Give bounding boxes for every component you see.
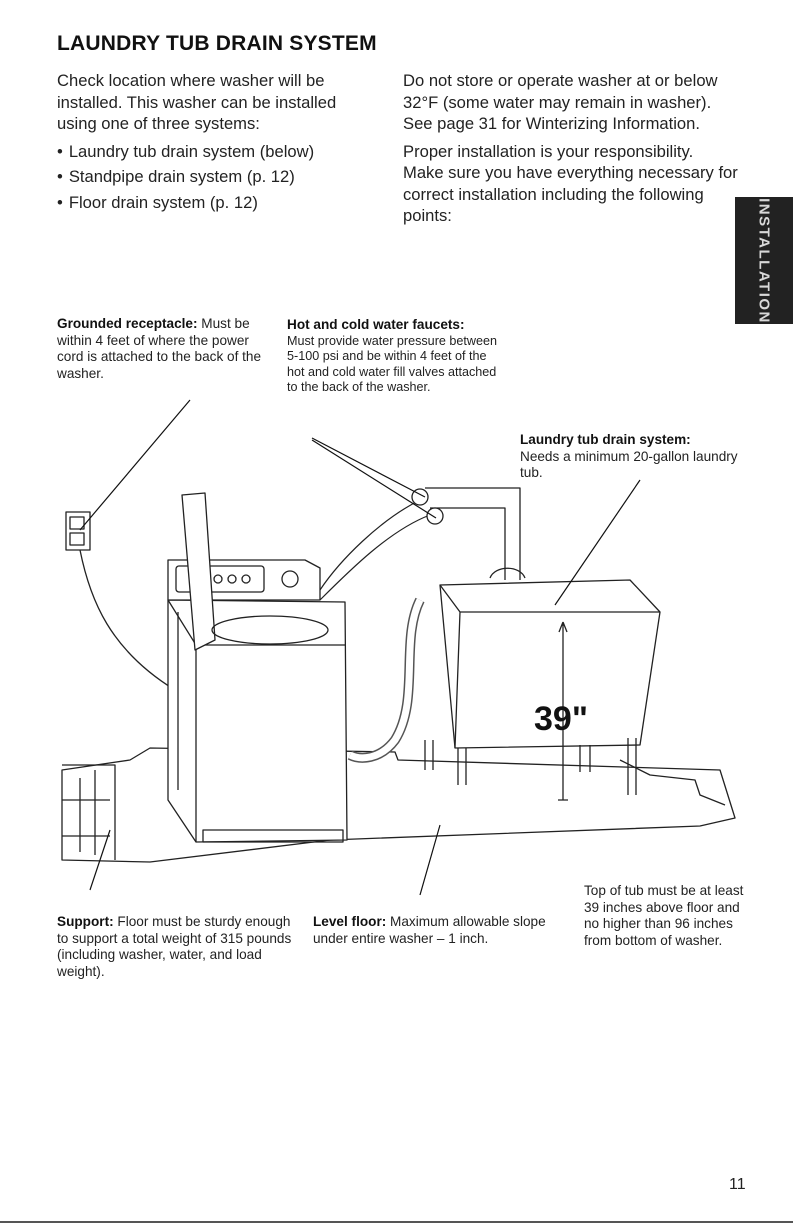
bottom-rule bbox=[0, 1221, 793, 1223]
faucet-leader-2 bbox=[311, 439, 437, 519]
support-callout: Support: Floor must be sturdy enough to … bbox=[57, 914, 292, 979]
laundry-tub bbox=[439, 579, 661, 749]
tub-legs bbox=[424, 738, 637, 795]
list-item: Floor drain system (p. 12) bbox=[57, 192, 367, 214]
faucet-leader bbox=[311, 437, 426, 498]
top-of-tub-callout: Top of tub must be at least 39 inches ab… bbox=[584, 883, 744, 948]
support-leader bbox=[89, 829, 111, 891]
page-title: LAUNDRY TUB DRAIN SYSTEM bbox=[57, 32, 377, 55]
supply-hoses bbox=[319, 499, 431, 601]
page-number: 11 bbox=[729, 1176, 746, 1193]
intro-text: Check location where washer will be inst… bbox=[57, 71, 337, 133]
washer-lid bbox=[181, 492, 216, 651]
list-item: Laundry tub drain system (below) bbox=[57, 141, 367, 163]
water-pipes bbox=[425, 487, 521, 580]
dimension-line bbox=[558, 621, 568, 801]
floor-joists bbox=[62, 764, 116, 860]
floor-slab bbox=[61, 747, 736, 863]
right-column: Do not store or operate washer at or bel… bbox=[403, 70, 738, 233]
responsibility-text: Proper installation is your responsibili… bbox=[403, 141, 738, 226]
tub-faucet bbox=[489, 567, 526, 579]
grounded-receptacle-callout: Grounded receptacle: Must be within 4 fe… bbox=[57, 316, 262, 381]
left-column: Check location where washer will be inst… bbox=[57, 70, 367, 217]
level-leader bbox=[419, 824, 441, 896]
tub-leader bbox=[554, 479, 641, 606]
installation-section-tab[interactable]: INSTALLATION bbox=[735, 197, 793, 324]
washer-cabinet bbox=[167, 599, 348, 843]
grounded-leader bbox=[79, 399, 191, 531]
winter-warning-text: Do not store or operate washer at or bel… bbox=[403, 71, 718, 133]
level-floor-callout: Level floor: Maximum allowable slope und… bbox=[313, 914, 546, 946]
hot-faucet bbox=[411, 488, 429, 506]
laundry-tub-callout: Laundry tub drain system:Needs a minimum… bbox=[520, 432, 738, 480]
cold-faucet bbox=[426, 507, 444, 525]
power-cord bbox=[79, 549, 176, 691]
drain-systems-list: Laundry tub drain system (below) Standpi… bbox=[57, 141, 367, 214]
list-item: Standpipe drain system (p. 12) bbox=[57, 166, 367, 188]
dimension-39-label: 39" bbox=[534, 700, 588, 738]
water-faucets-callout: Hot and cold water faucets:Must provide … bbox=[287, 317, 497, 394]
